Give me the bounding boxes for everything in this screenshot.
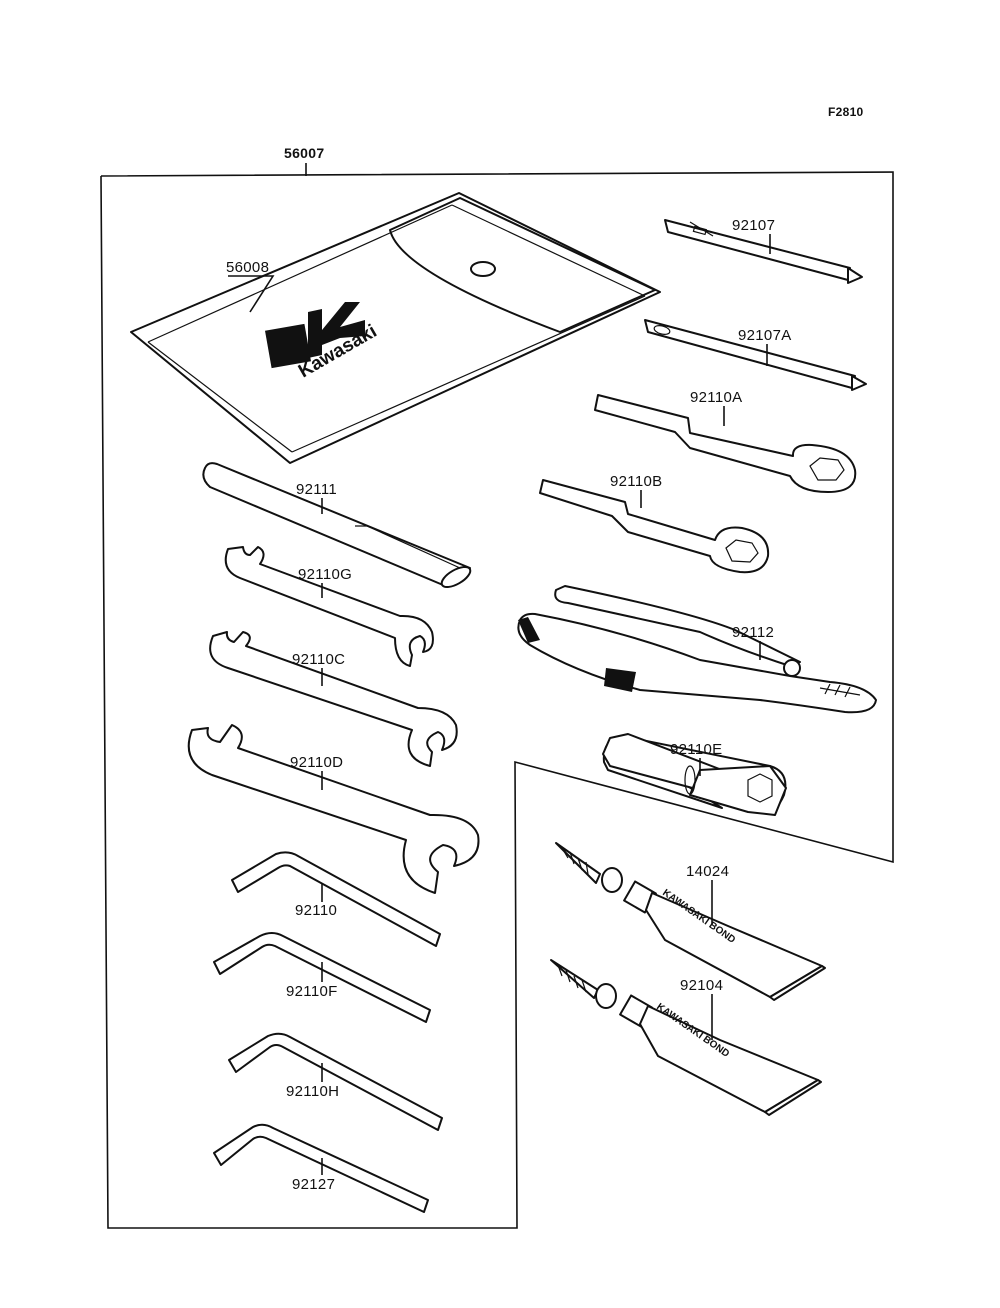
part-label-92110f: 92110F — [286, 983, 338, 1000]
hex-key-92110: 92110 — [231, 851, 441, 947]
kit-part-number: 56007 — [284, 145, 324, 161]
handle-bar-92111: 92111 — [202, 462, 472, 589]
open-wrench-92110c: 92110C — [209, 631, 458, 767]
pliers-92112: 92112 — [517, 585, 877, 714]
part-label-92107a: 92107A — [738, 327, 792, 344]
tool-pouch: Kawasaki 56008 — [130, 192, 661, 464]
screwdriver-92107a: 92107A — [644, 319, 867, 391]
figure-code: F2810 — [828, 105, 864, 119]
ring-spanner-92110a: 92110A — [594, 389, 857, 493]
part-label-92110a: 92110A — [690, 389, 742, 406]
open-wrench-92110d: 92110D — [187, 724, 480, 894]
hex-key-92110h: 92110H — [228, 1032, 443, 1131]
part-label-92110g: 92110G — [298, 566, 352, 583]
kit-boundary: 56007 — [100, 145, 894, 1229]
part-label-56008: 56008 — [226, 259, 269, 276]
part-label-92104: 92104 — [680, 977, 723, 994]
part-label-92110: 92110 — [295, 902, 337, 919]
hex-key-92127: 92127 — [213, 1123, 429, 1213]
screwdriver-92107: 92107 — [664, 217, 863, 284]
part-label-92112: 92112 — [732, 624, 774, 641]
part-label-92110c: 92110C — [292, 651, 345, 668]
ring-spanner-92110b: 92110B — [539, 473, 770, 574]
socket-wrench-92110e: 92110E — [602, 733, 787, 816]
part-label-92110h: 92110H — [286, 1083, 339, 1100]
part-label-14024: 14024 — [686, 863, 729, 880]
part-label-92107: 92107 — [732, 217, 775, 234]
part-label-92110e: 92110E — [670, 741, 722, 758]
part-label-92127: 92127 — [292, 1176, 335, 1193]
open-wrench-92110g: 92110G — [224, 546, 434, 667]
hex-key-92110f: 92110F — [213, 932, 431, 1023]
part-label-92110b: 92110B — [610, 473, 662, 490]
part-label-92111: 92111 — [296, 481, 337, 498]
part-label-92110d: 92110D — [290, 754, 343, 771]
